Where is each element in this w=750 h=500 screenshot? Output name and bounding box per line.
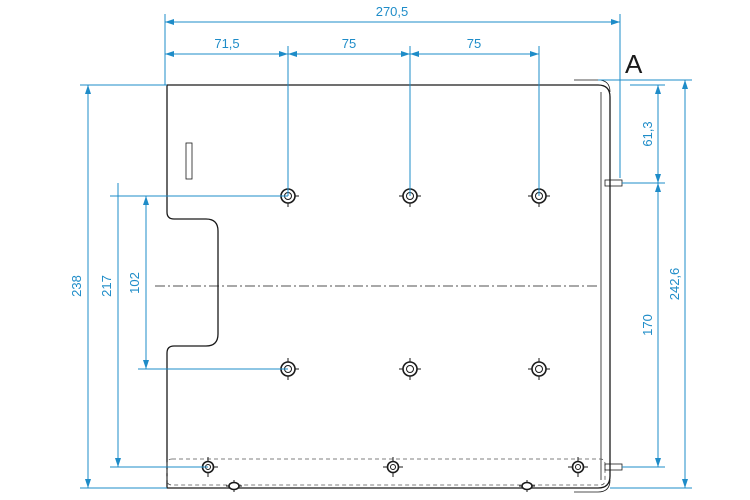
dim-overall-width: 270,5 xyxy=(376,4,409,19)
dim-hole-pitch-2: 75 xyxy=(467,36,481,51)
dim-flange-top-offset: 61,3 xyxy=(640,121,655,146)
dim-flange-total-height: 242,6 xyxy=(667,268,682,301)
rivet xyxy=(228,481,240,491)
mounting-hole-inner xyxy=(535,365,543,373)
flange-bottom-lip xyxy=(574,479,611,493)
plate-outline xyxy=(166,84,611,489)
dim-bottom-hole-height: 217 xyxy=(99,275,114,297)
dim-first-hole-offset: 71,5 xyxy=(214,36,239,51)
dim-hole-pitch-1: 75 xyxy=(342,36,356,51)
dimension-lines xyxy=(80,14,692,489)
holes xyxy=(198,185,588,492)
hidden-bottom-flange xyxy=(166,458,606,486)
flange-hole-inner xyxy=(575,464,581,470)
flange-hole-inner xyxy=(390,464,396,470)
dimension-labels: 270,5 71,5 75 75 238 217 102 61,3 170 24… xyxy=(69,4,682,336)
view-label: A xyxy=(625,49,643,79)
mounting-tab-bottom xyxy=(604,463,623,471)
slot xyxy=(185,142,193,180)
rivet xyxy=(521,481,533,491)
dim-cutout-height: 102 xyxy=(127,272,142,294)
mounting-tab-top xyxy=(604,179,623,187)
dim-overall-height: 238 xyxy=(69,275,84,297)
part-outline xyxy=(155,79,623,493)
dim-flange-pitch: 170 xyxy=(640,314,655,336)
mounting-hole-inner xyxy=(406,365,414,373)
